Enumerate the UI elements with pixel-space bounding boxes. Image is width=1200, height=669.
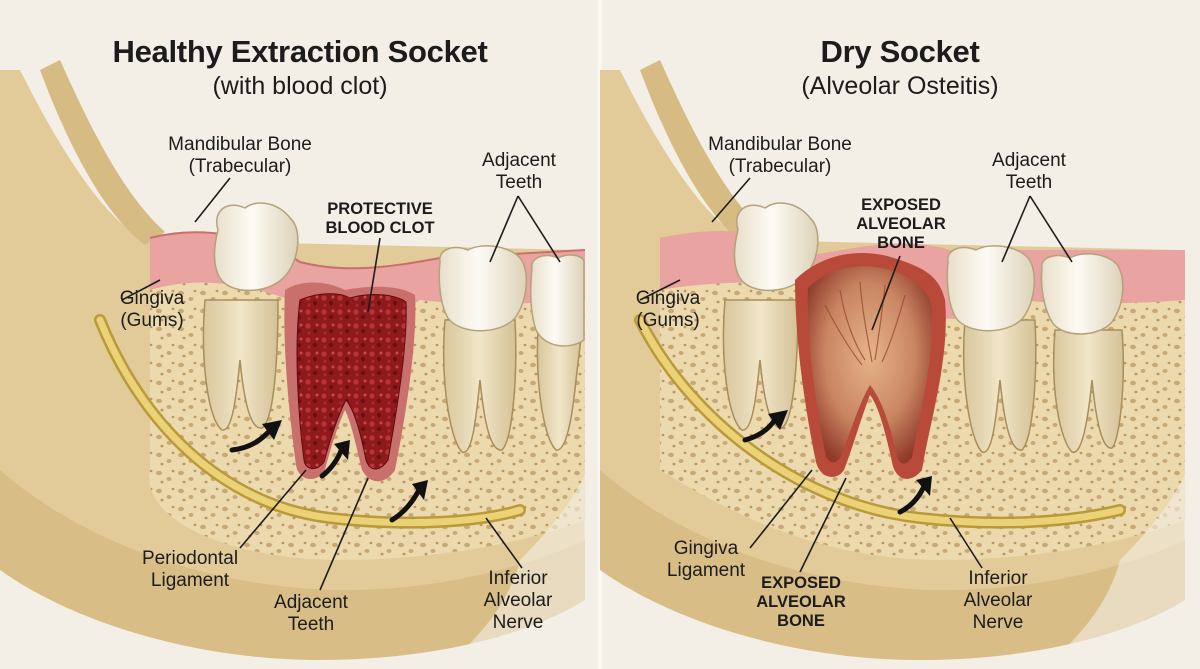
label-mandibular-bone-dry: Mandibular Bone (Trabecular) — [708, 134, 852, 177]
healthy-socket-illustration — [0, 60, 586, 660]
label-adjacent-teeth-top: Adjacent Teeth — [482, 150, 556, 193]
label-inferior-alveolar-nerve-dry: Inferior Alveolar Nerve — [963, 568, 1033, 633]
label-adjacent-teeth-bottom: Adjacent Teeth — [274, 592, 348, 635]
healthy-socket-panel: Healthy Extraction Socket (with blood cl… — [0, 34, 586, 660]
dry-socket-illustration — [600, 60, 1200, 669]
healthy-title: Healthy Extraction Socket — [112, 34, 488, 69]
label-periodontal-ligament: Periodontal Ligament — [141, 548, 239, 591]
dry-subtitle: (Alveolar Osteitis) — [801, 72, 999, 100]
label-inferior-alveolar-nerve: Inferior Alveolar Nerve — [483, 568, 553, 633]
label-protective-blood-clot: PROTECTIVE BLOOD CLOT — [325, 200, 435, 237]
label-gingiva-dry: Gingiva (Gums) — [635, 288, 701, 331]
label-adjacent-teeth-dry: Adjacent Teeth — [992, 150, 1066, 193]
label-exposed-bone-bottom: EXPOSED ALVEOLAR BONE — [756, 574, 846, 630]
label-gingiva-ligament: Gingiva Ligament — [666, 538, 746, 581]
dry-socket-panel: Dry Socket (Alveolar Osteitis) Mandibula… — [600, 0, 1200, 669]
healthy-subtitle: (with blood clot) — [212, 72, 388, 100]
dry-title: Dry Socket — [820, 34, 980, 69]
label-mandibular-bone: Mandibular Bone (Trabecular) — [168, 134, 312, 177]
label-exposed-bone-top: EXPOSED ALVEOLAR BONE — [856, 196, 946, 252]
label-gingiva: Gingiva (Gums) — [119, 288, 185, 331]
